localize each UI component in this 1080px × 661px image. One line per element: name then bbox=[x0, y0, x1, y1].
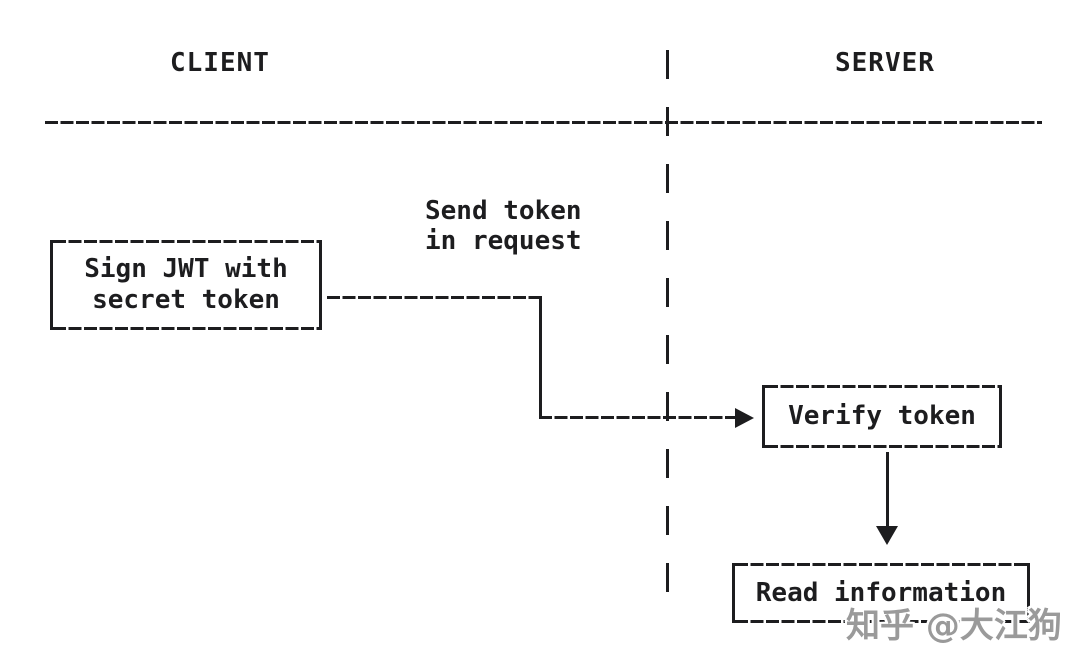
client-server-divider-line bbox=[666, 50, 669, 612]
connector-segment-horizontal-2 bbox=[539, 416, 735, 419]
send-token-annotation-line2: in request bbox=[425, 226, 582, 256]
client-lane-label: CLIENT bbox=[170, 48, 270, 78]
verify-token-node-label: Verify token bbox=[788, 401, 976, 431]
arrowhead-down-icon bbox=[876, 526, 898, 545]
read-information-node: Read information bbox=[732, 563, 1030, 623]
send-token-annotation-line1: Send token bbox=[425, 196, 582, 226]
read-information-node-label: Read information bbox=[755, 577, 1007, 608]
connector-segment-horizontal-1 bbox=[327, 296, 542, 299]
server-lane-label: SERVER bbox=[835, 48, 935, 78]
sign-jwt-node-line1: Sign JWT with bbox=[84, 254, 288, 284]
connector-segment-vertical bbox=[539, 296, 542, 419]
verify-to-read-connector-line bbox=[886, 452, 889, 526]
arrowhead-right-icon bbox=[735, 408, 754, 428]
zhihu-watermark: 知乎 @大江狗 bbox=[846, 606, 1062, 646]
sign-jwt-node-line2: secret token bbox=[92, 285, 280, 315]
verify-token-node: Verify token bbox=[762, 385, 1002, 448]
header-divider-line bbox=[45, 121, 1042, 124]
